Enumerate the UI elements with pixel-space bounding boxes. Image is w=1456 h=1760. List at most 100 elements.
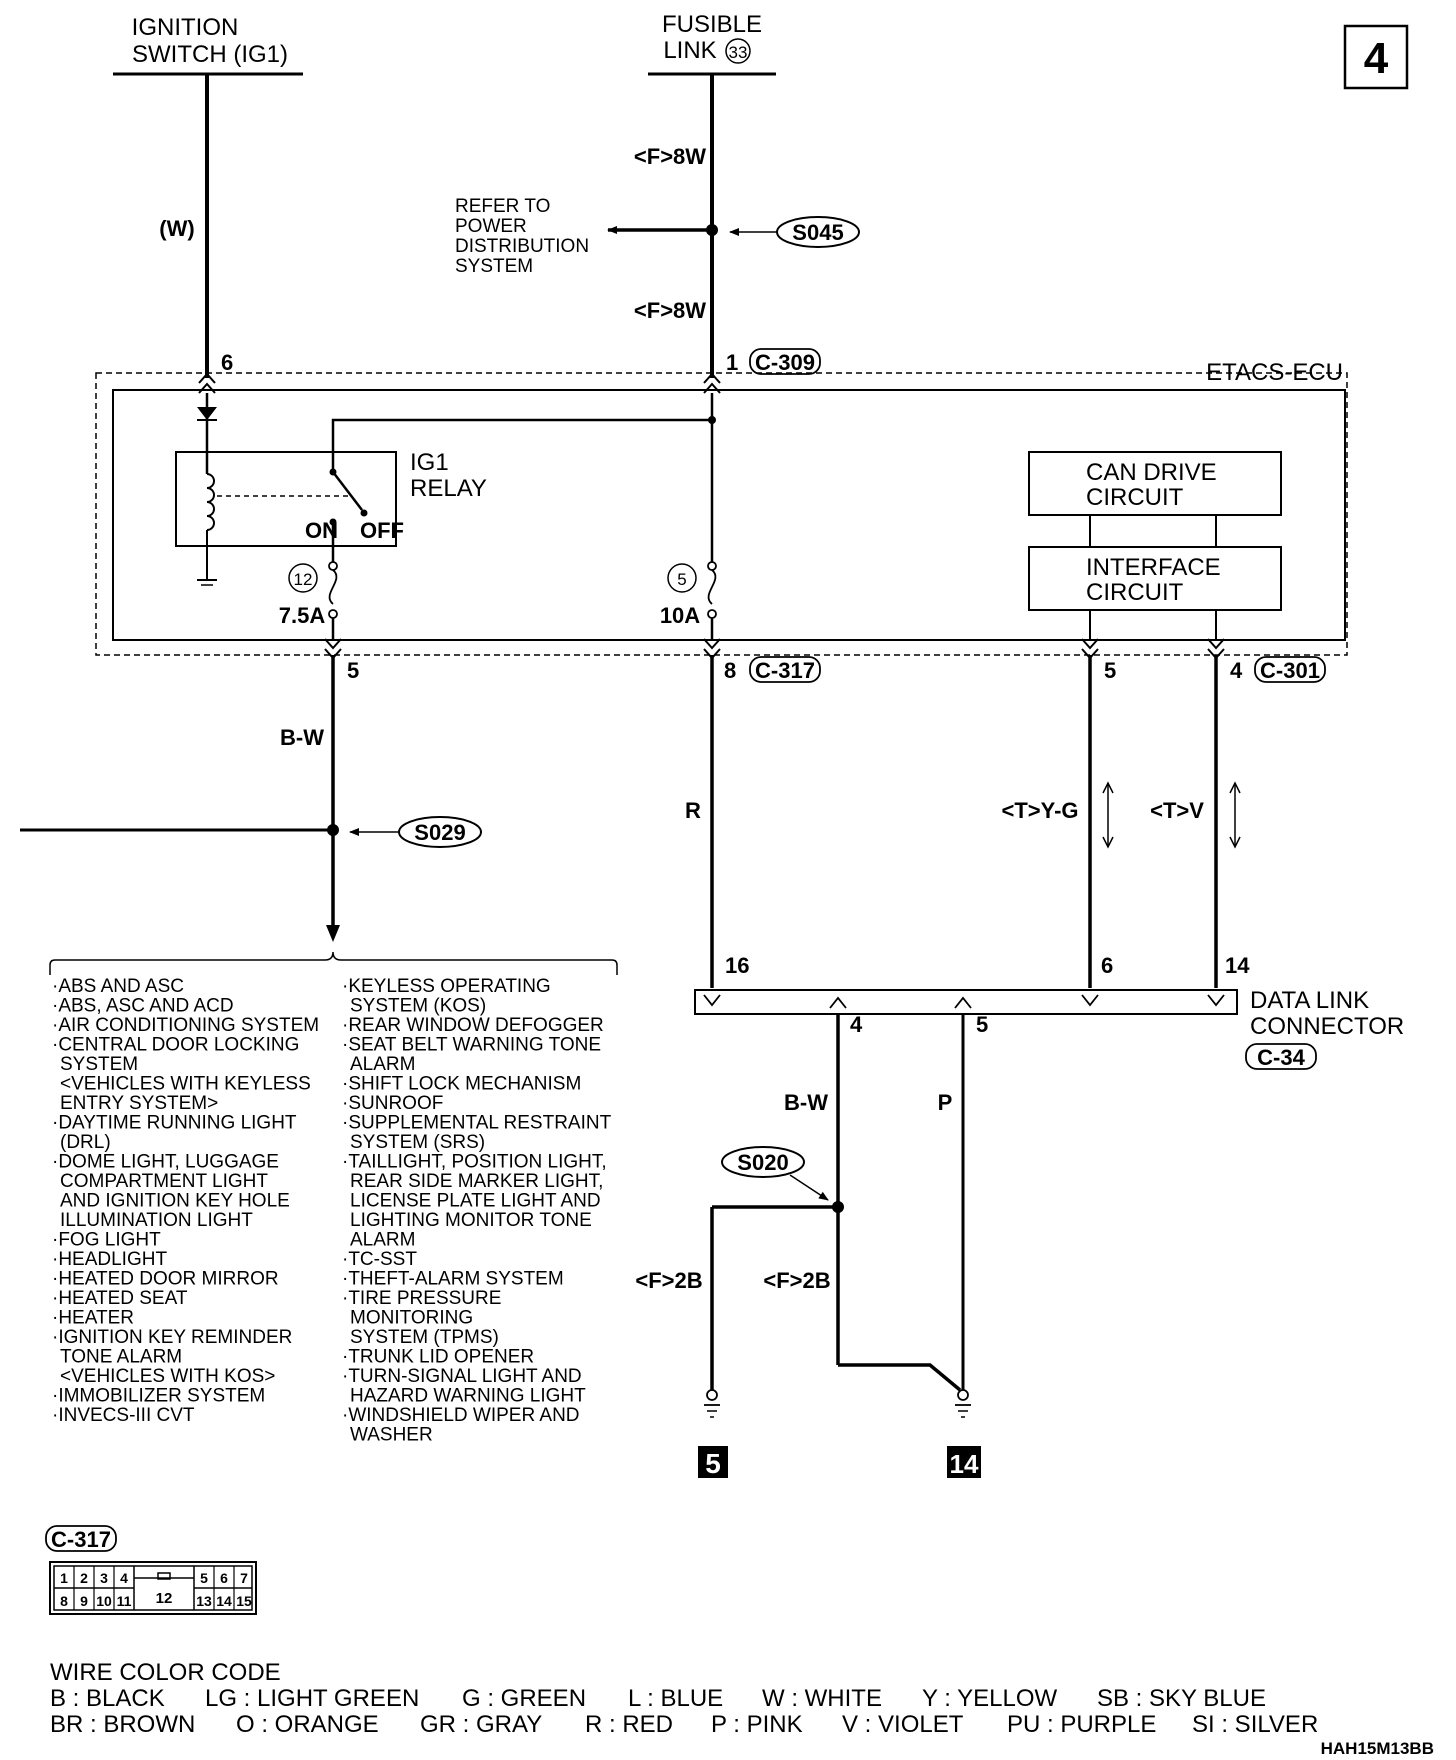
system-item-left: ·ABS AND ASC	[52, 976, 184, 997]
system-item-left: ·DOME LIGHT, LUGGAGE	[52, 1152, 279, 1173]
connector-tag-labels: C-309 C-317 C-301 C-34 C-317	[51, 350, 1320, 1552]
system-item-left: ENTRY SYSTEM>	[60, 1093, 218, 1114]
system-item-left: ·INVECS-III CVT	[52, 1405, 195, 1426]
system-item-right: REAR SIDE MARKER LIGHT,	[350, 1171, 603, 1192]
wire-color-entry: PU : PURPLE	[1007, 1711, 1156, 1738]
wire-color-entry: SB : SKY BLUE	[1097, 1685, 1266, 1712]
data-link-label-2: CONNECTOR	[1250, 1013, 1404, 1040]
wire-color-entry: B : BLACK	[50, 1685, 165, 1712]
wire-label-bw-dlc: B-W	[784, 1090, 828, 1115]
wire-labels: (W) <F>8W <F>8W B-W R <T>Y-G <T>V B-W P …	[159, 144, 1204, 1293]
system-item-left: ·DAYTIME RUNNING LIGHT	[52, 1113, 297, 1134]
splice-s045: S045	[729, 216, 860, 248]
wire-label-bw-left: B-W	[280, 725, 324, 750]
wire-color-entry: V : VIOLET	[842, 1711, 964, 1738]
document-code: HAH15M13BB	[1321, 1739, 1434, 1758]
refer-to-note: REFER TO POWER DISTRIBUTION SYSTEM	[455, 196, 589, 277]
page-number-box: 4	[1343, 24, 1409, 90]
system-item-right: MONITORING	[350, 1308, 473, 1329]
systems-list-left: ·ABS AND ASC·ABS, ASC AND ACD·AIR CONDIT…	[52, 976, 319, 1426]
splice-s029-label: S029	[414, 820, 465, 845]
pin-6-dlc: 6	[1101, 953, 1113, 978]
connector-face-pin: 1	[60, 1570, 68, 1586]
connector-face-pin: 10	[96, 1593, 112, 1609]
system-item-right: ·SHIFT LOCK MECHANISM	[342, 1074, 581, 1095]
system-item-right: ·KEYLESS OPERATING	[342, 976, 551, 997]
wire-color-entry: GR : GRAY	[420, 1711, 542, 1738]
connector-face-pin: 15	[236, 1593, 252, 1609]
system-item-left: ·ABS, ASC AND ACD	[52, 996, 234, 1017]
wire-label-f8w-top: <F>8W	[634, 144, 706, 169]
etacs-ecu-label: ETACS-ECU	[1206, 359, 1343, 386]
refer-to-line-1: REFER TO	[455, 196, 550, 217]
connector-face-pin: 3	[100, 1570, 108, 1586]
pin-5-left: 5	[347, 658, 359, 683]
can-drive-label-2: CIRCUIT	[1086, 484, 1184, 511]
connector-face-pin: 6	[220, 1570, 228, 1586]
connector-face-grid	[73, 1566, 235, 1610]
relay-label-1: IG1	[410, 449, 449, 476]
ignition-switch: IGNITION SWITCH (IG1)	[113, 14, 303, 76]
fusible-link-label-2: LINK	[663, 37, 716, 64]
junction-dot-s045	[706, 224, 718, 236]
system-item-left: ·IGNITION KEY REMINDER	[52, 1327, 292, 1348]
connector-face-pin: 14	[216, 1593, 232, 1609]
system-item-right: ·TAILLIGHT, POSITION LIGHT,	[342, 1152, 607, 1173]
connector-c301: C-301	[1260, 658, 1320, 683]
refer-to-line-3: DISTRIBUTION	[455, 236, 589, 257]
system-item-right: ·SUPPLEMENTAL RESTRAINT	[342, 1113, 612, 1134]
wire-color-entry: W : WHITE	[762, 1685, 882, 1712]
fuse-5: 5 10A	[660, 393, 717, 640]
connector-face-pin: 2	[80, 1570, 88, 1586]
pin-4-dlc: 4	[850, 1012, 863, 1037]
junction-dots	[327, 224, 844, 1213]
connector-tags	[45, 348, 1326, 1552]
system-item-right: ALARM	[350, 1230, 415, 1251]
wire-color-entry: Y : YELLOW	[922, 1685, 1058, 1712]
system-item-right: ·SEAT BELT WARNING TONE	[342, 1035, 601, 1056]
connector-face-pin: 13	[196, 1593, 212, 1609]
system-item-left: <VEHICLES WITH KEYLESS	[60, 1074, 311, 1095]
connector-face-pin: 4	[120, 1570, 128, 1586]
system-list-brace	[49, 951, 618, 975]
system-item-left: TONE ALARM	[60, 1347, 182, 1368]
junction-dot-s020	[832, 1201, 844, 1213]
pin-16-dlc: 16	[725, 953, 749, 978]
splice-s020-label: S020	[737, 1150, 788, 1175]
wire-color-entry: L : BLUE	[628, 1685, 723, 1712]
system-item-left: <VEHICLES WITH KOS>	[60, 1366, 275, 1387]
system-item-right: ALARM	[350, 1054, 415, 1075]
splice-s020: S020	[721, 1146, 829, 1201]
system-item-right: LICENSE PLATE LIGHT AND	[350, 1191, 601, 1212]
pin-6-top: 6	[221, 350, 233, 375]
wire-label-w: (W)	[159, 216, 194, 241]
wire-color-entry: O : ORANGE	[236, 1711, 379, 1738]
pin-numbers: 6 1 5 8 5 4 16 6 14 4 5	[221, 350, 1250, 1037]
wire-label-r: R	[685, 798, 701, 823]
system-item-right: SYSTEM (KOS)	[350, 996, 486, 1017]
bidirectional-arrows	[1102, 781, 1241, 849]
system-item-left: ·AIR CONDITIONING SYSTEM	[52, 1015, 319, 1036]
splice-s029: S029	[349, 816, 482, 848]
connector-c309: C-309	[755, 350, 815, 375]
data-link-connector: DATA LINK CONNECTOR	[694, 987, 1404, 1040]
ground-ref-14-label: 14	[950, 1449, 979, 1479]
system-item-left: AND IGNITION KEY HOLE	[60, 1191, 290, 1212]
system-item-right: SYSTEM (TPMS)	[350, 1327, 499, 1348]
connector-markers	[198, 372, 1225, 660]
connector-face-pin: 9	[80, 1593, 88, 1609]
wire-label-tyg: <T>Y-G	[1001, 798, 1078, 823]
fusible-link-number: 33	[729, 43, 748, 62]
pin-5-right: 5	[1104, 658, 1116, 683]
ig1-relay: IG1 RELAY ON OFF	[175, 393, 712, 586]
wire-color-code-title: WIRE COLOR CODE	[50, 1659, 281, 1686]
ignition-switch-label-1: IGNITION	[132, 14, 239, 41]
data-link-label-1: DATA LINK	[1250, 987, 1369, 1014]
system-item-right: WASHER	[350, 1425, 433, 1446]
wire-label-f2b-right: <F>2B	[763, 1268, 830, 1293]
system-item-right: ·THEFT-ALARM SYSTEM	[342, 1269, 564, 1290]
